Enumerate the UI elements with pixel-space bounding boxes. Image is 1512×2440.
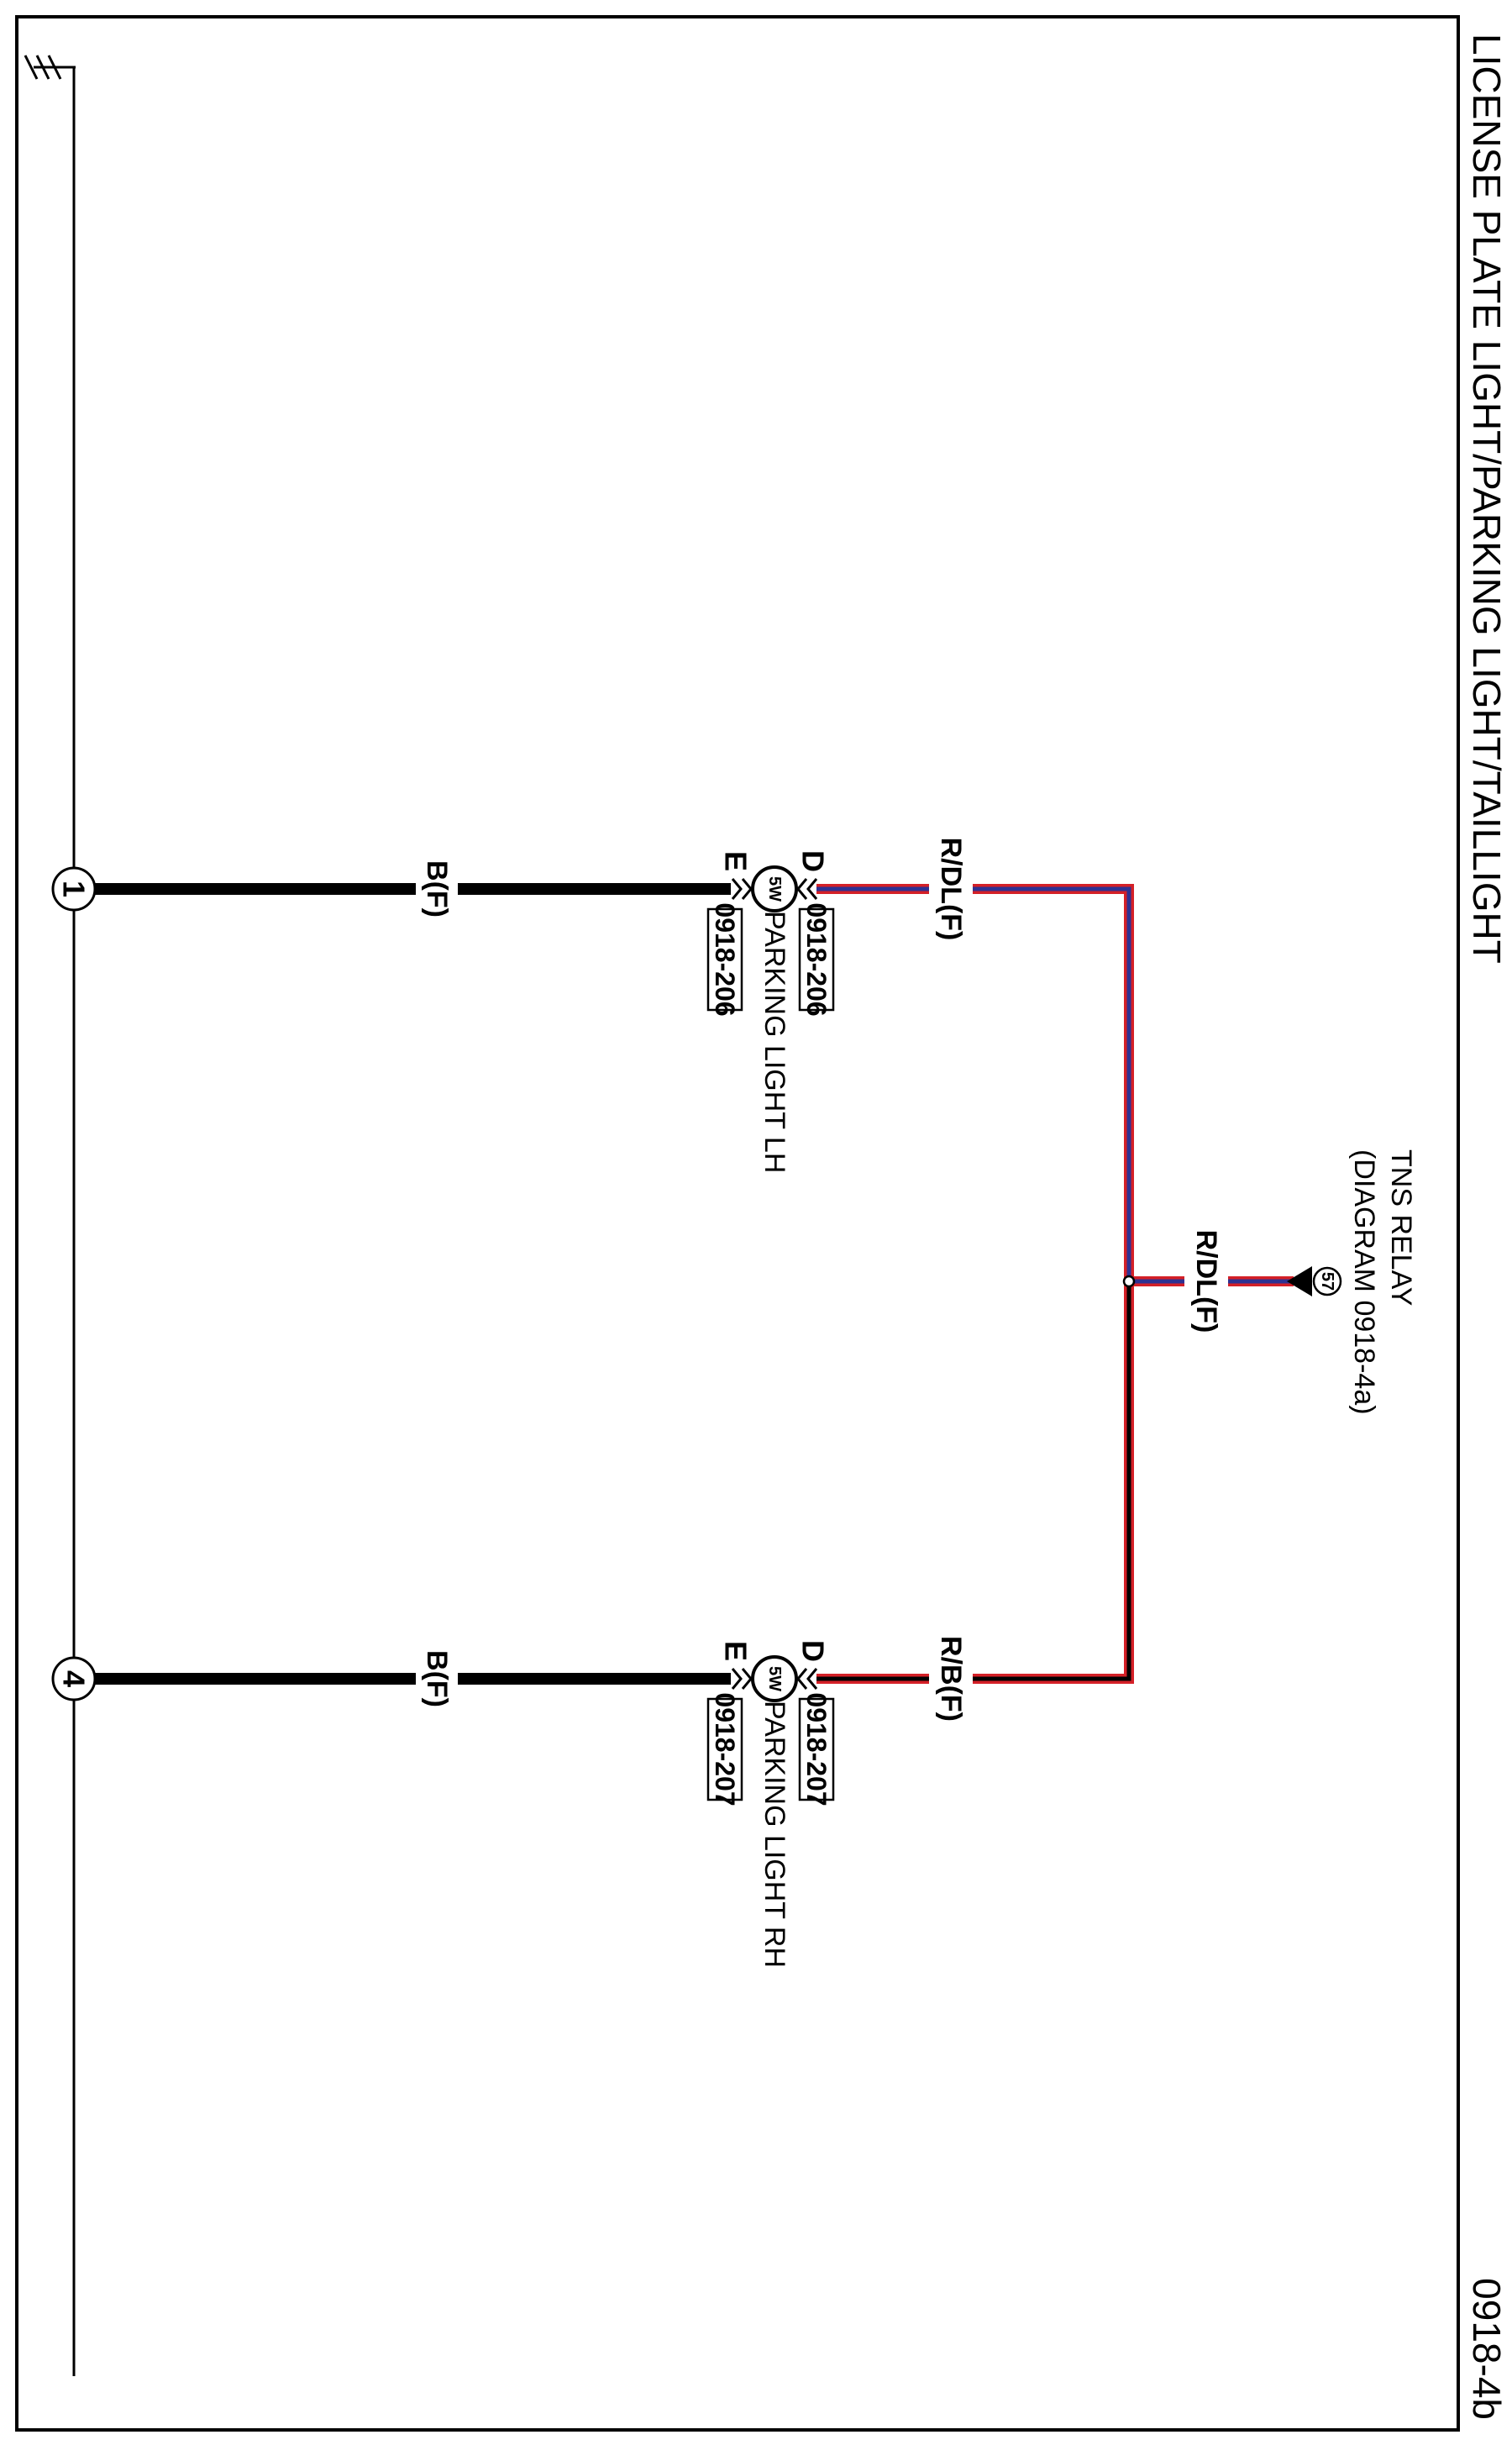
bulb-lh: 5W: [751, 865, 798, 912]
pin-d-arrow-lh: [796, 878, 818, 900]
pin-e-lh: E: [719, 851, 753, 871]
splice-point: [1122, 1275, 1136, 1288]
ground-bus: [24, 55, 76, 2376]
pin-d-arrow-rh: [796, 1668, 818, 1690]
component-label-rh: PARKING LIGHT RH: [759, 1701, 790, 1968]
pin-e-arrow-lh: [731, 878, 753, 900]
svg-text:4: 4: [57, 1670, 92, 1687]
supply-wire-rh-label: R/B(F): [935, 1636, 967, 1722]
svg-text:5W: 5W: [765, 1666, 784, 1691]
supply-wire-rh: [816, 1281, 1134, 1684]
diagram-number: 0918-4b: [1465, 2278, 1509, 2420]
bulb-rh: 5W: [751, 1655, 798, 1702]
connector-e-rh: 0918-207: [706, 1692, 743, 1806]
ground-terminal-4: 4: [51, 1656, 97, 1701]
connector-d-rh: 0918-207: [798, 1692, 835, 1806]
supply-wire-lh-label: R/DL(F): [935, 838, 967, 941]
svg-text:0918-207: 0918-207: [801, 1692, 832, 1806]
connector-e-lh: 0918-206: [706, 902, 743, 1017]
svg-text:0918-206: 0918-206: [710, 902, 740, 1016]
diagram-title: LICENSE PLATE LIGHT/PARKING LIGHT/TAILLI…: [1465, 34, 1509, 964]
component-label-lh: PARKING LIGHT LH: [759, 911, 790, 1173]
svg-text:57: 57: [1318, 1272, 1336, 1291]
relay-wire-label: R/DL(F): [1190, 1230, 1222, 1333]
relay-terminal-arrow: [1287, 1266, 1312, 1296]
svg-text:0918-206: 0918-206: [801, 902, 832, 1016]
connector-d-lh: 0918-206: [798, 902, 835, 1017]
diagram-border: [15, 15, 1460, 2432]
relay-reference: (DIAGRAM 0918-4a): [1348, 1149, 1380, 1415]
ground-terminal-1: 1: [51, 866, 97, 912]
pin-e-arrow-rh: [731, 1668, 753, 1690]
svg-text:0918-207: 0918-207: [710, 1692, 740, 1806]
pin-d-rh: D: [796, 1640, 831, 1662]
relay-name: TNS RELAY: [1385, 1149, 1417, 1306]
ground-wire-lh-label: B(F): [421, 860, 453, 918]
svg-text:1: 1: [57, 881, 92, 897]
svg-text:5W: 5W: [765, 876, 784, 902]
relay-terminal: 57: [1312, 1266, 1342, 1296]
supply-wire-lh: [816, 884, 1134, 1281]
ground-wire-rh-label: B(F): [421, 1650, 453, 1707]
pin-d-lh: D: [796, 850, 831, 872]
pin-e-rh: E: [719, 1641, 753, 1661]
